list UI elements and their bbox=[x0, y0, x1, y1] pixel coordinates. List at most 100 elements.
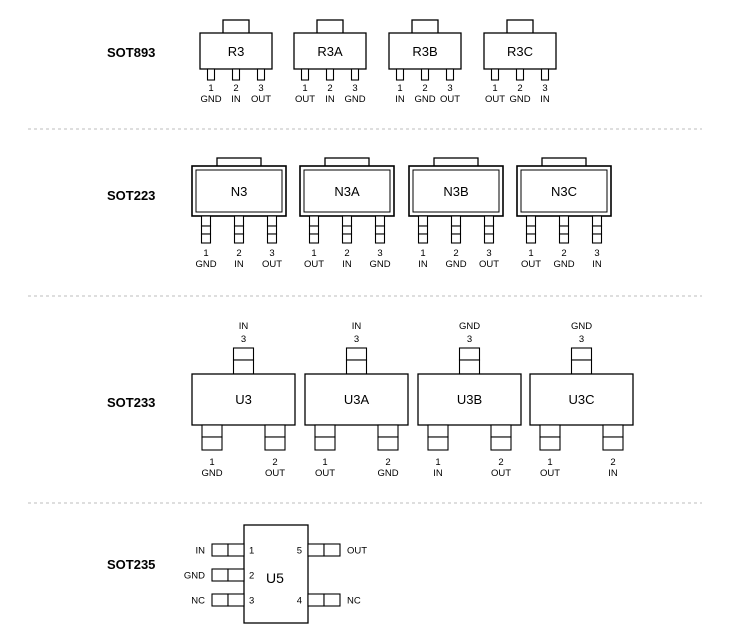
pin-function: IN bbox=[239, 321, 249, 332]
pin-lead bbox=[458, 347, 481, 361]
pin-lead bbox=[483, 233, 495, 244]
pin-function: GND bbox=[195, 259, 216, 270]
pin-lead bbox=[227, 568, 245, 582]
pin-lead bbox=[325, 68, 335, 81]
pin-lead bbox=[602, 436, 624, 451]
pin-lead bbox=[266, 225, 278, 235]
pin-number: 2 bbox=[422, 83, 427, 94]
pin-number: 3 bbox=[579, 334, 584, 345]
pin-lead bbox=[227, 543, 245, 557]
pin-lead bbox=[417, 233, 429, 244]
pin-function: OUT bbox=[521, 259, 541, 270]
pin-number: 3 bbox=[377, 248, 382, 259]
pin-lead bbox=[427, 436, 449, 451]
pin-number: 1 bbox=[528, 248, 533, 259]
pin-number: 2 bbox=[236, 248, 241, 259]
pin-lead bbox=[374, 215, 386, 227]
pin-lead bbox=[445, 68, 455, 81]
pin-lead bbox=[266, 233, 278, 244]
pin-lead bbox=[525, 233, 537, 244]
pin-lead bbox=[200, 233, 212, 244]
pin-lead bbox=[525, 215, 537, 227]
pin-function: GND bbox=[414, 94, 435, 105]
pin-number: 3 bbox=[486, 248, 491, 259]
pin-number: 3 bbox=[447, 83, 452, 94]
pin-function: IN bbox=[608, 468, 618, 479]
pin-function: IN bbox=[418, 259, 428, 270]
pin-lead bbox=[570, 359, 593, 375]
pin-lead bbox=[233, 215, 245, 227]
pin-function: OUT bbox=[347, 546, 367, 557]
pin-lead bbox=[540, 68, 550, 81]
pin-function: NC bbox=[347, 596, 361, 607]
pin-lead bbox=[525, 225, 537, 235]
pin-function: OUT bbox=[251, 94, 271, 105]
pin-function: GND bbox=[459, 321, 480, 332]
pin-number: 2 bbox=[233, 83, 238, 94]
device-label: U3 bbox=[235, 392, 252, 407]
pin-number: 2 bbox=[561, 248, 566, 259]
package-tab bbox=[411, 19, 439, 35]
pin-number: 3 bbox=[594, 248, 599, 259]
pin-function: OUT bbox=[295, 94, 315, 105]
pin-lead bbox=[232, 347, 255, 361]
pin-number: 3 bbox=[258, 83, 263, 94]
pin-lead bbox=[314, 436, 336, 451]
pin-number: 4 bbox=[297, 596, 302, 607]
pin-number: 1 bbox=[547, 457, 552, 468]
pin-function: GND bbox=[184, 571, 205, 582]
pin-lead bbox=[377, 436, 399, 451]
pin-lead bbox=[256, 68, 266, 81]
pin-lead bbox=[323, 543, 341, 557]
pin-number: 3 bbox=[354, 334, 359, 345]
device-label: R3A bbox=[317, 44, 343, 59]
pin-number: 1 bbox=[420, 248, 425, 259]
pin-lead bbox=[308, 233, 320, 244]
pin-function: OUT bbox=[479, 259, 499, 270]
pin-function: OUT bbox=[262, 259, 282, 270]
pin-number: 1 bbox=[492, 83, 497, 94]
pin-function: OUT bbox=[440, 94, 460, 105]
package-body bbox=[243, 524, 309, 624]
pin-function: GND bbox=[571, 321, 592, 332]
pin-lead bbox=[490, 436, 512, 451]
pin-lead bbox=[450, 233, 462, 244]
package-label: SOT233 bbox=[107, 395, 155, 410]
pin-function: IN bbox=[433, 468, 443, 479]
pin-lead bbox=[558, 225, 570, 235]
pin-function: GND bbox=[200, 94, 221, 105]
pin-lead bbox=[374, 233, 386, 244]
pin-lead bbox=[591, 233, 603, 244]
pin-lead bbox=[308, 225, 320, 235]
pin-lead bbox=[591, 225, 603, 235]
pin-number: 1 bbox=[208, 83, 213, 94]
pin-function: GND bbox=[445, 259, 466, 270]
pin-lead bbox=[200, 225, 212, 235]
pin-lead bbox=[420, 68, 430, 81]
device-label: U3C bbox=[568, 392, 594, 407]
pin-lead bbox=[341, 215, 353, 227]
pin-lead bbox=[308, 215, 320, 227]
pin-lead bbox=[307, 593, 325, 607]
device-label: N3 bbox=[231, 184, 248, 199]
package-bevel bbox=[303, 169, 391, 213]
pin-lead bbox=[490, 424, 512, 438]
package-tab bbox=[316, 19, 344, 35]
pin-function: GND bbox=[201, 468, 222, 479]
package-label: SOT235 bbox=[107, 557, 155, 572]
pin-number: 3 bbox=[542, 83, 547, 94]
pin-number: 3 bbox=[249, 596, 254, 607]
pin-lead bbox=[200, 215, 212, 227]
pin-function: OUT bbox=[304, 259, 324, 270]
device-label: R3 bbox=[228, 44, 245, 59]
pin-number: 1 bbox=[435, 457, 440, 468]
pin-lead bbox=[211, 593, 229, 607]
pin-lead bbox=[450, 215, 462, 227]
pin-lead bbox=[264, 436, 286, 451]
pin-lead bbox=[450, 225, 462, 235]
pin-function: OUT bbox=[491, 468, 511, 479]
device-label: U5 bbox=[266, 570, 284, 586]
device-label: N3A bbox=[334, 184, 360, 199]
package-tab bbox=[222, 19, 250, 35]
